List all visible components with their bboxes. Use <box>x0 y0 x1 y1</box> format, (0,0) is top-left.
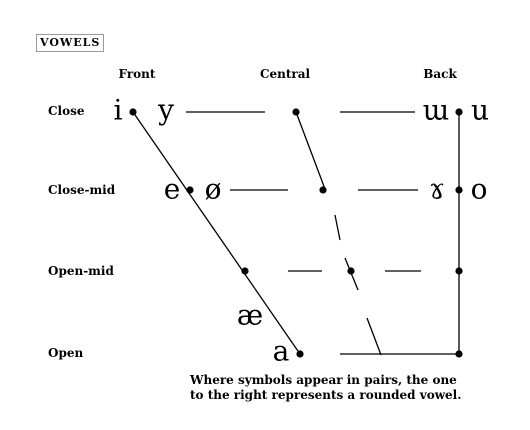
dot-close-mid-back <box>455 186 463 194</box>
central-line-dash-1 <box>334 214 341 241</box>
symbol-i: i <box>113 93 123 127</box>
row-label-close: Close <box>48 104 85 118</box>
central-line-dash-3 <box>366 317 382 356</box>
column-label-back: Back <box>423 67 457 81</box>
rounding-note-line-2: to the right represents a rounded vowel. <box>190 388 462 402</box>
rounding-note-line-1: Where symbols appear in pairs, the one <box>190 373 457 387</box>
column-label-front: Front <box>118 67 156 81</box>
rounding-note: Where symbols appear in pairs, the one t… <box>190 373 510 403</box>
symbol-o: o <box>470 172 488 206</box>
symbol-e: e <box>163 172 181 206</box>
symbol-close-mid-back-unrounded: ɤ <box>429 172 445 206</box>
central-line-upper <box>295 111 326 190</box>
chart-title: VOWELS <box>36 34 105 52</box>
dot-open-front <box>296 350 304 358</box>
symbol-close-back-unrounded: ɯ <box>422 93 450 127</box>
row-label-open: Open <box>48 346 84 360</box>
dot-e-o <box>186 186 194 194</box>
dot-open-mid-front <box>241 267 249 275</box>
front-edge-line <box>132 111 301 355</box>
symbol-ae: æ <box>236 298 264 332</box>
dot-close-mid-central <box>319 186 327 194</box>
column-label-central: Central <box>259 67 311 81</box>
dot-i-y <box>129 108 137 116</box>
symbol-u: u <box>470 93 490 127</box>
symbol-o-slash: ø <box>204 172 222 206</box>
symbol-y: y <box>158 93 174 127</box>
dot-close-back <box>455 108 463 116</box>
row-label-close-mid: Close-mid <box>48 183 116 197</box>
row-label-open-mid: Open-mid <box>48 264 114 278</box>
symbol-a: a <box>272 334 290 368</box>
dot-close-central <box>292 108 300 116</box>
dot-open-mid-central <box>347 267 355 275</box>
dot-open-mid-back <box>455 267 463 275</box>
dot-open-back <box>455 350 463 358</box>
